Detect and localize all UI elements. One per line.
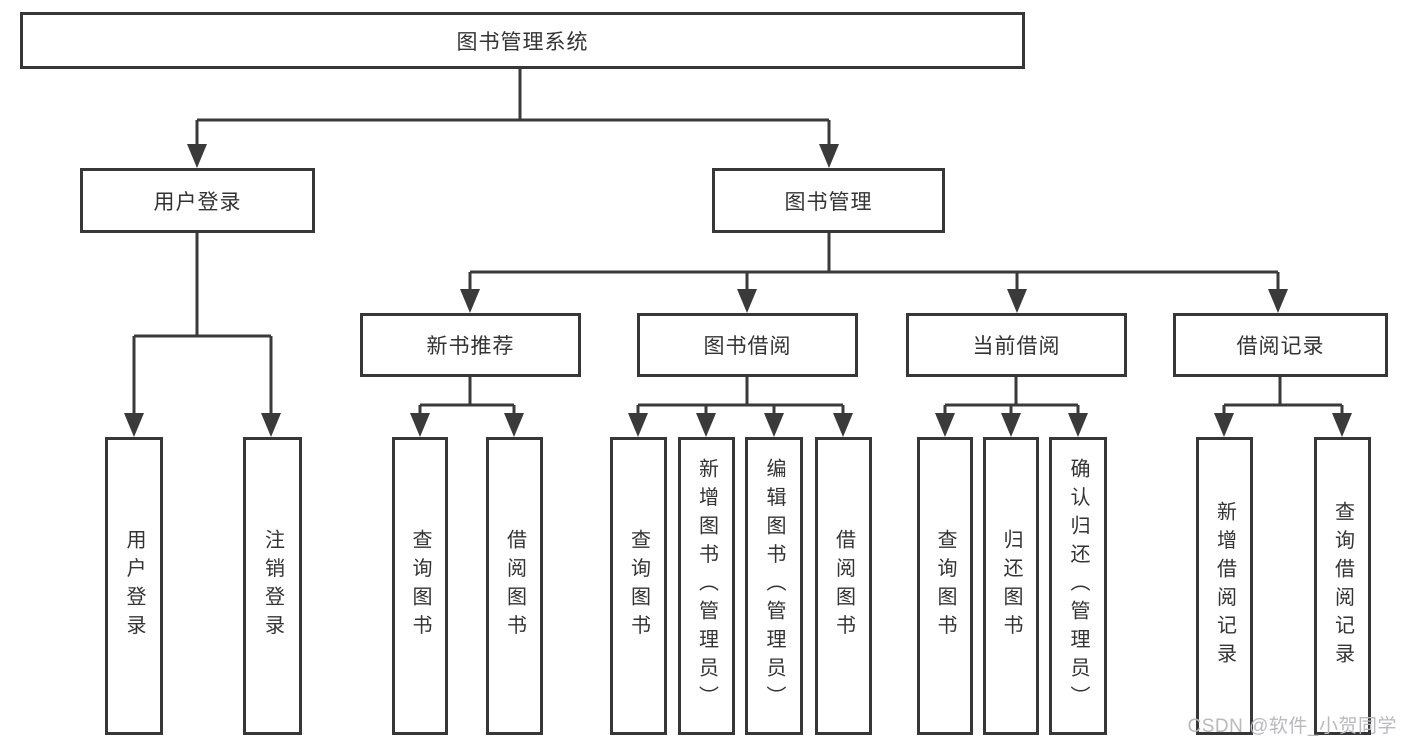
csdn-watermark: CSDN @软件_小贺同学 xyxy=(1187,716,1397,737)
node-label: 归还图书 xyxy=(1000,529,1022,643)
arrowheads-user-login-children xyxy=(124,413,281,437)
leaf-add-borrow-record: 新增借阅记录 xyxy=(1196,437,1253,735)
arrowheads-book-management-sections xyxy=(460,289,1288,313)
leaf-borrow-books: 借阅图书 xyxy=(486,437,543,735)
node-borrow-records: 借阅记录 xyxy=(1173,313,1388,377)
connector-book-management-sections xyxy=(468,233,1280,291)
node-label: 图书借阅 xyxy=(703,335,792,358)
arrowheads-current-borrow-children xyxy=(935,413,1088,437)
leaf-query-borrow-record: 查询借阅记录 xyxy=(1314,437,1371,735)
node-label: 新书推荐 xyxy=(426,335,515,358)
node-label: 当前借阅 xyxy=(972,335,1061,358)
arrowheads-borrow-records-children xyxy=(1214,413,1352,437)
leaf-query-books: 查询图书 xyxy=(392,437,448,735)
node-label: 借阅记录 xyxy=(1236,335,1325,358)
connector-root-to-level2 xyxy=(195,69,831,146)
node-label: 查询图书 xyxy=(409,529,431,643)
node-current-borrow: 当前借阅 xyxy=(906,313,1127,377)
node-user-login: 用户登录 xyxy=(80,168,315,233)
connector-borrow-records-children xyxy=(1222,377,1344,415)
node-label: 编辑图书（管理员） xyxy=(763,458,785,714)
node-root: 图书管理系统 xyxy=(20,12,1025,69)
node-label: 新增借阅记录 xyxy=(1213,500,1236,672)
node-label: 图书管理 xyxy=(784,190,873,214)
arrowheads-level2 xyxy=(187,144,839,168)
node-label: 查询图书 xyxy=(934,529,956,643)
connector-current-borrow-children xyxy=(943,377,1080,415)
node-label: 借阅图书 xyxy=(832,529,855,643)
arrowheads-book-borrow-children xyxy=(628,413,853,437)
node-label: 图书管理系统 xyxy=(456,30,589,54)
node-label: 用户登录 xyxy=(123,529,145,643)
node-new-book-recommend: 新书推荐 xyxy=(360,313,581,377)
leaf-query-books: 查询图书 xyxy=(917,437,973,735)
node-label: 借阅图书 xyxy=(503,529,526,643)
node-label: 注销登录 xyxy=(261,529,284,643)
leaf-return-books: 归还图书 xyxy=(983,437,1039,735)
leaf-edit-book-admin: 编辑图书（管理员） xyxy=(745,437,803,735)
node-book-borrow: 图书借阅 xyxy=(637,313,858,377)
node-label: 用户登录 xyxy=(153,190,242,214)
leaf-user-login: 用户登录 xyxy=(105,437,163,735)
node-label: 确认归还（管理员） xyxy=(1067,458,1089,714)
leaf-confirm-return-admin: 确认归还（管理员） xyxy=(1049,437,1107,735)
node-label: 新增图书（管理员） xyxy=(695,458,718,714)
leaf-logout: 注销登录 xyxy=(243,437,302,735)
leaf-borrow-books: 借阅图书 xyxy=(815,437,872,735)
node-label: 查询图书 xyxy=(627,529,650,643)
connector-user-login-children xyxy=(132,233,273,415)
connector-book-borrow-children xyxy=(636,377,845,415)
node-book-management: 图书管理 xyxy=(712,168,945,233)
connector-new-book-children xyxy=(418,377,516,415)
node-label: 查询借阅记录 xyxy=(1331,500,1354,672)
leaf-add-book-admin: 新增图书（管理员） xyxy=(678,437,735,735)
leaf-query-books: 查询图书 xyxy=(610,437,667,735)
arrowheads-new-book-children xyxy=(410,413,524,437)
